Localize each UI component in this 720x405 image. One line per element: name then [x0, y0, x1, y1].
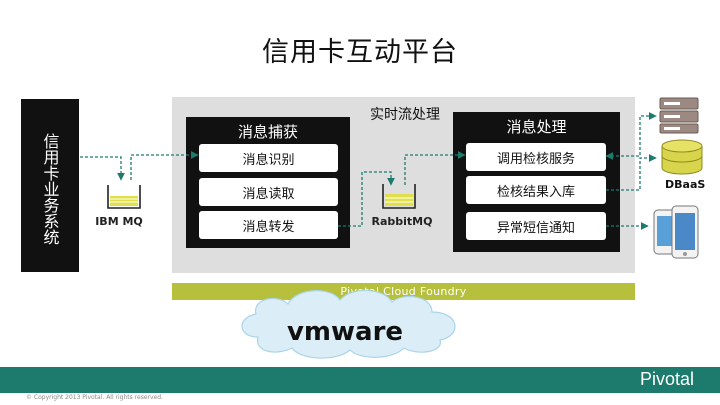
database-icon	[661, 139, 703, 175]
capture-panel: 消息捕获 消息识别 消息读取 消息转发	[186, 117, 350, 248]
realtime-label: 实时流处理	[370, 107, 440, 123]
rabbitmq-label: RabbitMQ	[371, 215, 433, 228]
capture-item-forward: 消息转发	[199, 211, 338, 239]
dbaas-label: DBaaS	[665, 178, 706, 191]
ibm-mq-label: IBM MQ	[95, 215, 143, 228]
arrow-rabbitmq-to-process	[404, 151, 466, 185]
process-item-store-result: 检核结果入库	[466, 176, 606, 204]
process-item-sms-alert: 异常短信通知	[466, 212, 606, 240]
credit-card-system-box: 信用卡业务系统	[21, 99, 79, 272]
capture-item-identify: 消息识别	[199, 144, 338, 172]
rabbitmq-queue-icon	[382, 184, 416, 209]
arrow-check-to-server	[605, 112, 657, 160]
process-panel: 消息处理 调用检核服务 检核结果入库 异常短信通知	[453, 112, 620, 252]
process-panel-title: 消息处理	[506, 118, 567, 136]
footer-band	[0, 367, 720, 393]
arrow-forward-to-rabbitmq	[338, 171, 395, 227]
capture-item-read: 消息读取	[199, 178, 338, 206]
arrow-store-to-db	[606, 154, 657, 191]
vmware-logo: vmware	[287, 317, 403, 347]
pivotal-logo: Pivotal	[639, 369, 694, 389]
copyright-text: © Copyright 2013 Pivotal. All rights res…	[26, 394, 163, 401]
credit-card-system-label: 信用卡业务系统	[40, 133, 60, 245]
arrow-ibmmq-to-capture	[130, 151, 199, 180]
arrow-system-to-ibmmq	[80, 156, 125, 181]
page-title: 信用卡互动平台	[262, 37, 458, 68]
cloud-icon	[241, 289, 456, 359]
capture-panel-title: 消息捕获	[237, 123, 298, 141]
ibm-mq-queue-icon	[107, 185, 141, 209]
server-rack-icon	[659, 97, 699, 134]
process-item-check-service: 调用检核服务	[466, 143, 606, 171]
phones-icon	[653, 205, 699, 259]
